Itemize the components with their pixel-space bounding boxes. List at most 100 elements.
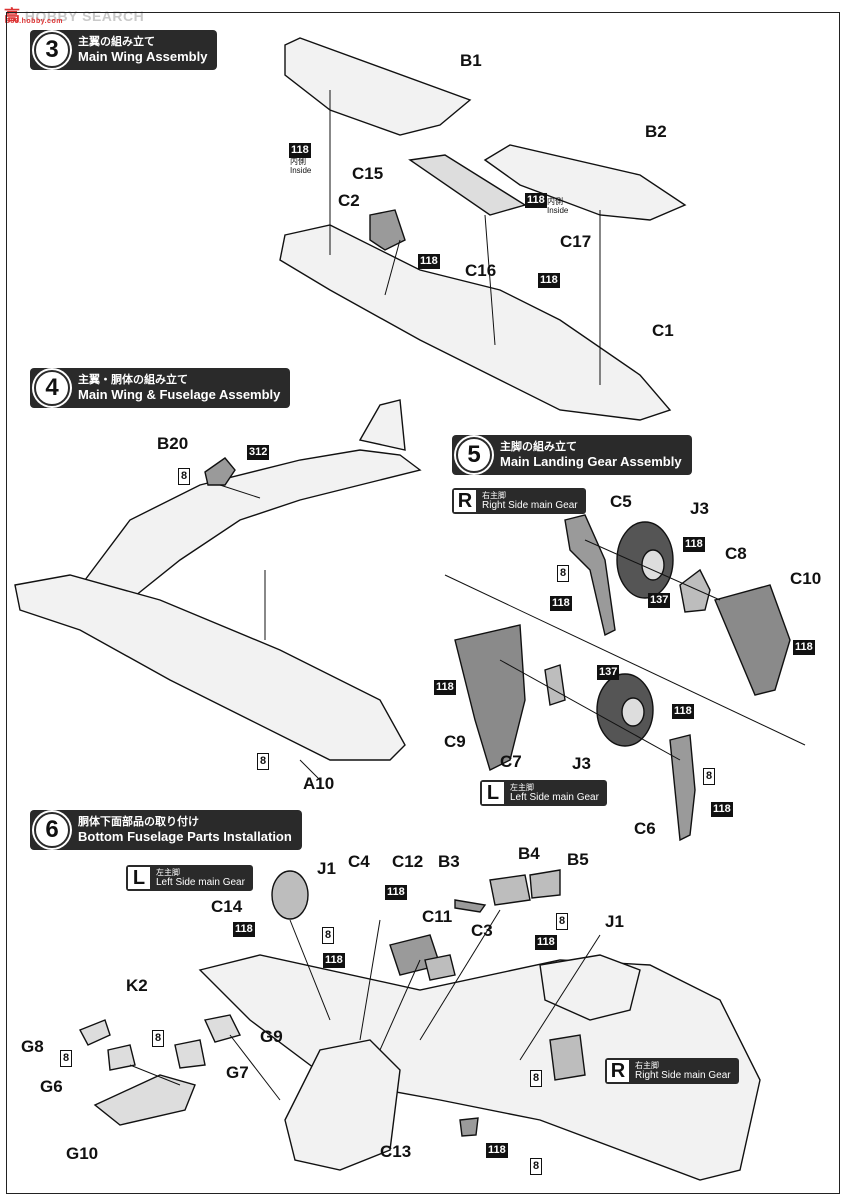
paint-code: 8 — [152, 1030, 165, 1047]
step-title-jp: 主脚の組み立て — [500, 440, 577, 453]
left-gear-label-5: L 左主脚 Left Side main Gear — [480, 780, 607, 806]
part-b5 — [529, 869, 561, 899]
part-label-c16: C16 — [465, 261, 497, 280]
paint-code: 8 — [322, 927, 335, 944]
inside-note-b1: 内側 Inside — [290, 157, 311, 175]
part-label-c12: C12 — [392, 852, 424, 871]
side-jp: 左主脚 — [510, 782, 534, 792]
part-label-g8: G8 — [21, 1037, 44, 1056]
part-g8 — [79, 1019, 111, 1046]
part-b3 — [454, 899, 487, 913]
step-4-header: 4 主翼・胴体の組み立て Main Wing & Fuselage Assemb… — [30, 368, 291, 408]
side-en: Left Side main Gear — [510, 791, 599, 803]
side-jp: 右主脚 — [482, 490, 506, 500]
side-en: Right Side main Gear — [635, 1069, 731, 1081]
part-label-b3: B3 — [438, 852, 460, 871]
part-c13 — [459, 1117, 479, 1137]
paint-code: 118 — [233, 922, 255, 937]
step-number: 6 — [34, 812, 70, 848]
step-number: 5 — [456, 437, 492, 473]
paint-code: 118 — [418, 254, 440, 269]
paint-code: 312 — [247, 445, 270, 460]
step-3-header: 3 主翼の組み立て Main Wing Assembly — [30, 30, 218, 70]
part-label-c8: C8 — [725, 544, 747, 563]
inside-note-en: Inside — [547, 206, 569, 215]
paint-code: 8 — [530, 1158, 543, 1175]
part-label-g6: G6 — [40, 1077, 63, 1096]
paint-code: 137 — [597, 665, 620, 680]
step-title-en: Main Wing & Fuselage Assembly — [78, 386, 281, 402]
part-label-c4: C4 — [348, 852, 370, 871]
paint-code: 118 — [486, 1143, 508, 1158]
part-c11 — [424, 954, 456, 981]
strut-c6 — [669, 734, 696, 842]
part-c2 — [369, 209, 406, 251]
step-title-en: Main Landing Gear Assembly — [500, 453, 682, 469]
wing-main — [14, 574, 406, 761]
part-label-c3: C3 — [471, 921, 493, 940]
strut-c5 — [564, 514, 616, 637]
wheel-left-6 — [271, 870, 309, 920]
step-6-header: 6 胴体下面部品の取り付け Bottom Fuselage Parts Inst… — [30, 810, 302, 850]
paint-code: 8 — [530, 1070, 543, 1087]
side-jp: 左主脚 — [156, 867, 180, 877]
door-c10 — [714, 584, 791, 696]
side-letter: L — [128, 867, 150, 889]
paint-code: 118 — [538, 273, 560, 288]
tail-underside — [539, 954, 641, 1021]
part-b20 — [204, 457, 236, 486]
right-gear-label-6: R 右主脚 Right Side main Gear — [605, 1058, 739, 1084]
part-label-b5: B5 — [567, 850, 589, 869]
tail — [358, 399, 406, 451]
part-label-j3-r: J3 — [690, 499, 709, 518]
part-label-c2: C2 — [338, 191, 360, 210]
paint-code: 118 — [683, 537, 705, 552]
part-label-b1: B1 — [460, 51, 482, 70]
part-label-j3-l: J3 — [572, 754, 591, 773]
side-en: Left Side main Gear — [156, 876, 245, 888]
paint-code: 8 — [257, 753, 270, 770]
paint-code: 118 — [535, 935, 557, 950]
part-label-b2: B2 — [645, 122, 667, 141]
inside-note-en: Inside — [290, 166, 312, 175]
part-c7 — [544, 664, 566, 706]
step-title-jp: 主翼・胴体の組み立て — [78, 373, 188, 386]
step-title-en: Main Wing Assembly — [78, 48, 208, 64]
paint-code: 118 — [323, 953, 345, 968]
part-g10 — [93, 1074, 196, 1126]
paint-code: 137 — [648, 593, 671, 608]
part-label-c1: C1 — [652, 321, 674, 340]
side-letter: R — [454, 490, 476, 512]
paint-code: 8 — [60, 1050, 73, 1067]
part-label-a10: A10 — [303, 774, 335, 793]
fuselage — [84, 449, 422, 611]
side-en: Right Side main Gear — [482, 499, 578, 511]
page-frame — [6, 12, 840, 1194]
strut-right-6 — [549, 1034, 586, 1081]
paint-code: 8 — [557, 565, 570, 582]
part-label-b4: B4 — [518, 844, 540, 863]
part-label-b20: B20 — [157, 434, 189, 453]
part-label-c10: C10 — [790, 569, 822, 588]
watermark-sub: 888.hobby.com — [6, 18, 63, 25]
part-g6 — [107, 1044, 136, 1071]
paint-code: 118 — [793, 640, 815, 655]
step-title-jp: 胴体下面部品の取り付け — [78, 815, 199, 828]
part-label-c15: C15 — [352, 164, 384, 183]
part-label-j1-b: J1 — [605, 912, 624, 931]
paint-code: 118 — [550, 596, 572, 611]
paint-code: 8 — [556, 913, 569, 930]
left-gear-label-6: L 左主脚 Left Side main Gear — [126, 865, 253, 891]
part-c8 — [679, 568, 711, 613]
step-title-jp: 主翼の組み立て — [78, 35, 155, 48]
step-number: 3 — [34, 32, 70, 68]
wing-b2 — [483, 144, 687, 221]
part-label-c9: C9 — [444, 732, 466, 751]
part-label-g7: G7 — [226, 1063, 249, 1082]
paint-code: 118 — [434, 680, 456, 695]
paint-code: 8 — [178, 468, 191, 485]
part-g7 — [174, 1039, 206, 1069]
part-label-j1-a: J1 — [317, 859, 336, 878]
paint-code: 8 — [703, 768, 716, 785]
